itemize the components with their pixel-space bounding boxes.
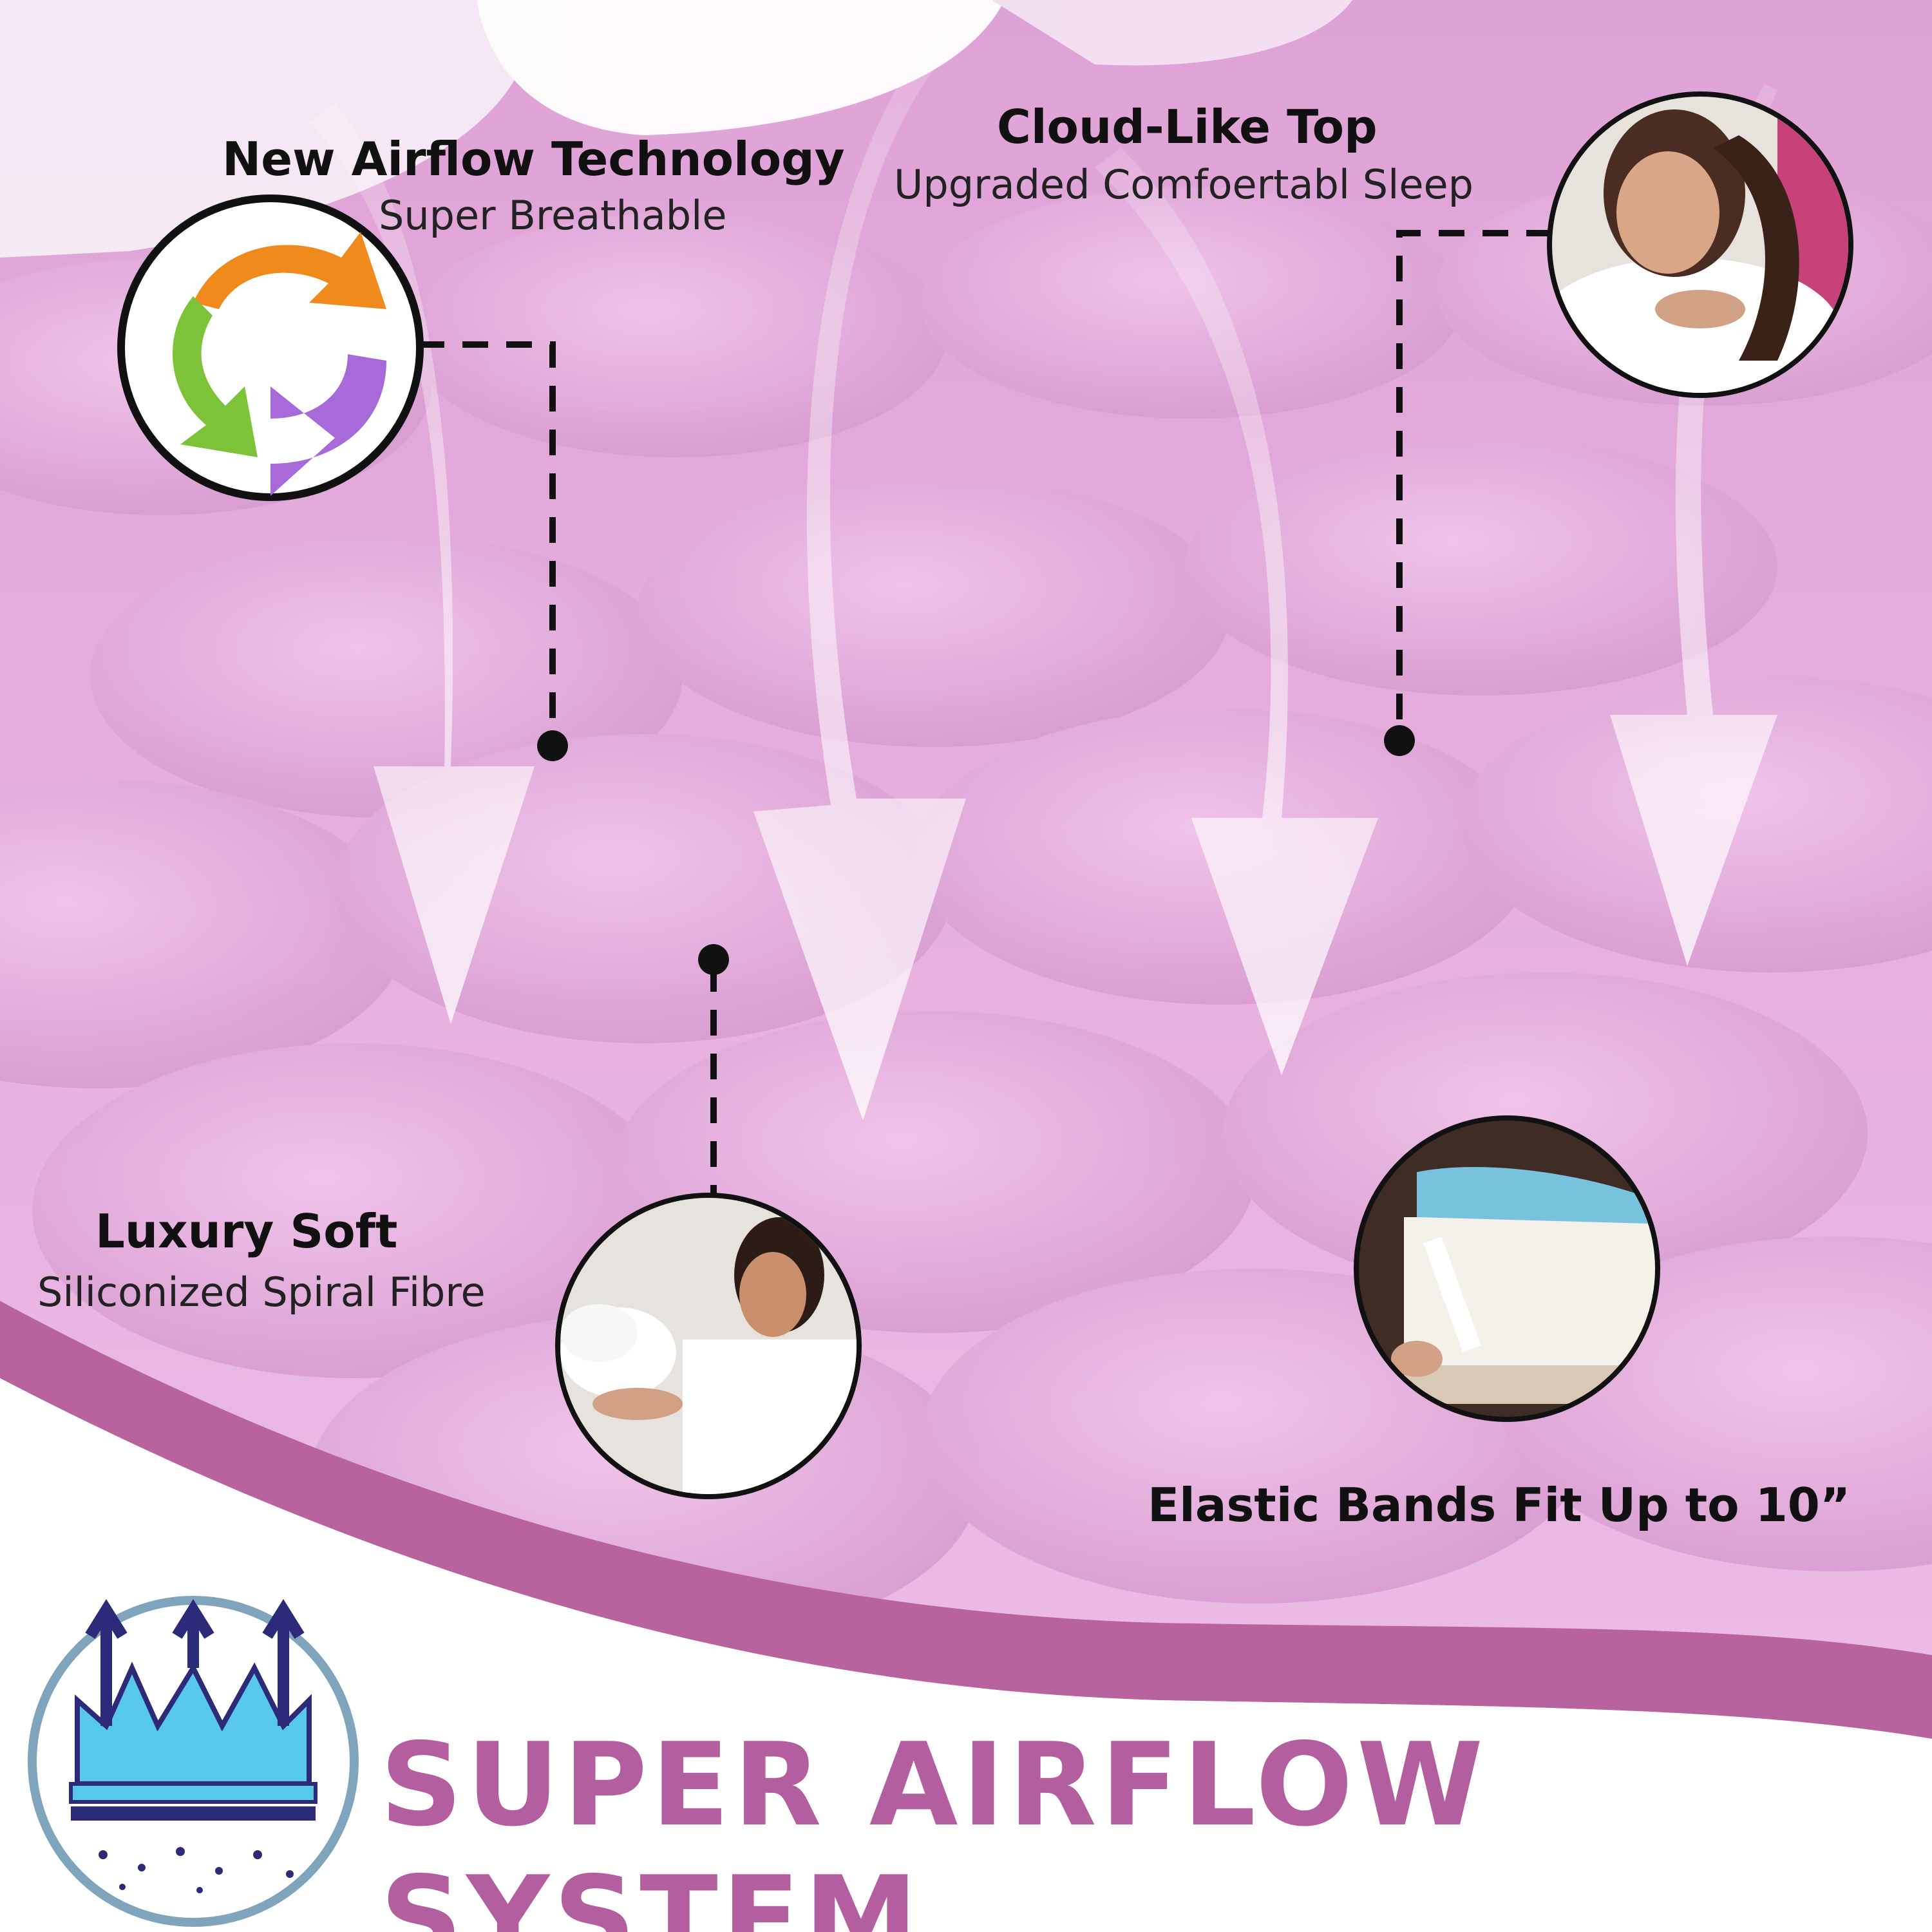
banner-title: SUPER AIRFLOW SYSTEM [380, 1718, 1488, 1932]
airflow-feature-title: New Airflow Technology [222, 132, 845, 186]
elastic-feature-title: Elastic Bands Fit Up to 10” [1148, 1478, 1851, 1532]
bottom-wave-band [0, 1301, 1932, 1739]
bottom-white-area [0, 1378, 1932, 1932]
soft-feature-subtitle: Siliconized Spiral Fibre [37, 1269, 486, 1316]
airflow-arrows [309, 26, 1777, 1121]
cloud-feature-subtitle: Upgraded Comfoertabl Sleep [894, 161, 1473, 208]
connector-lines [419, 230, 1552, 1198]
sleeping-woman-photo [1547, 91, 1853, 398]
pillows-image [0, 0, 1352, 258]
recycle-arrows-icon [117, 194, 424, 501]
airflow-layers-icon [28, 1596, 359, 1927]
soft-feature-title: Luxury Soft [95, 1204, 398, 1258]
airflow-feature-subtitle: Super Breathable [379, 192, 727, 239]
woman-holding-fibre-photo [555, 1193, 862, 1499]
connector-dots [537, 725, 1415, 975]
cloud-feature-title: Cloud-Like Top [997, 100, 1378, 154]
